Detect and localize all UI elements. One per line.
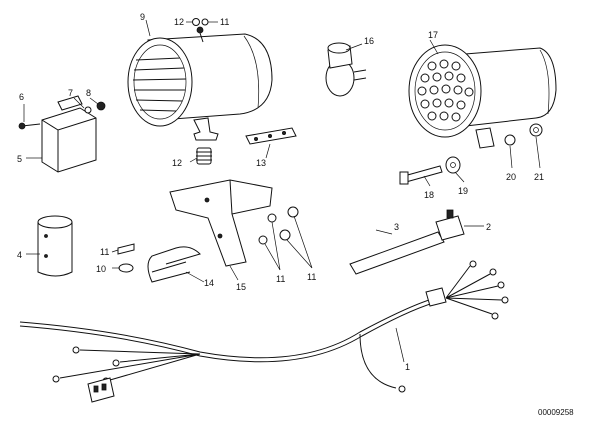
callout-16: 16 [364, 36, 374, 46]
part-2-connector[interactable] [435, 209, 465, 241]
part-15-bracket[interactable] [169, 179, 273, 267]
part-10-11-nuts-bracket[interactable] [117, 206, 299, 273]
callout-21: 21 [534, 172, 544, 182]
callout-17: 17 [428, 30, 438, 40]
part-6-screw[interactable] [18, 122, 41, 130]
lamp-hole-pattern [417, 59, 474, 122]
callout-1: 1 [405, 362, 410, 372]
part-16-clamp[interactable] [325, 42, 367, 97]
part-3-tape[interactable] [349, 231, 445, 275]
reference-code: 00009258 [538, 408, 574, 417]
callout-leaders [23, 19, 541, 363]
part-18-bolt[interactable] [399, 165, 443, 185]
callout-15: 15 [236, 282, 246, 292]
part-19-washer[interactable] [445, 156, 461, 174]
callout-2: 2 [486, 222, 491, 232]
callout-3: 3 [394, 222, 399, 232]
callout-13: 13 [256, 158, 266, 168]
callout-10-right: 11 [307, 272, 316, 282]
callout-9: 9 [140, 12, 145, 22]
part-17-lamp[interactable] [408, 44, 557, 149]
part-21-nut[interactable] [529, 123, 543, 137]
part-20-washer[interactable] [504, 134, 516, 146]
callout-7: 7 [68, 88, 73, 98]
callout-6: 6 [19, 92, 24, 102]
callout-20: 20 [506, 172, 516, 182]
callout-12-top: 12 [174, 17, 184, 27]
callout-11-left: 11 [100, 247, 109, 257]
part-12-11-top-fasteners[interactable] [192, 18, 209, 26]
part-9-horn[interactable] [127, 26, 273, 141]
part-1-wiring-harness[interactable] [19, 260, 509, 403]
callout-8: 8 [86, 88, 91, 98]
callout-labels: 1 2 3 4 5 6 7 8 9 10 11 12 12 13 11 11 1… [17, 12, 574, 417]
callout-5: 5 [17, 154, 22, 164]
part-12-rubber-mount[interactable] [196, 147, 212, 165]
callout-19: 19 [458, 186, 468, 196]
callout-11-right: 11 [276, 274, 285, 284]
callout-11-top: 11 [220, 17, 229, 27]
part-14-u-clamp[interactable] [147, 246, 201, 283]
part-5-relay[interactable] [41, 95, 97, 173]
part-13-strap[interactable] [245, 127, 297, 145]
part-7-8-fasteners[interactable] [84, 101, 106, 114]
callout-12-mid: 12 [172, 158, 182, 168]
callout-4: 4 [17, 250, 22, 260]
callout-10-left: 10 [96, 264, 106, 274]
callout-18: 18 [424, 190, 434, 200]
callout-14: 14 [204, 278, 214, 288]
part-4-sleeve[interactable] [37, 215, 73, 277]
